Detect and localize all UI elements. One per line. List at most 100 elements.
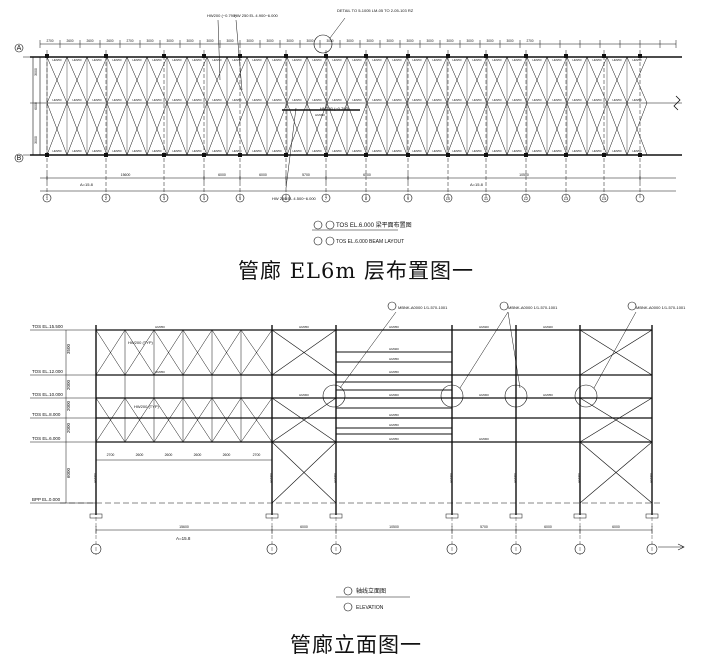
plan-column-top	[564, 54, 568, 58]
plan-brace	[286, 56, 308, 104]
plan-column-top	[202, 54, 206, 58]
plan-legend-symbol	[312, 220, 398, 246]
plan-beam-label-mid: HM250	[552, 98, 561, 102]
elevation-callout-1: MBNK-A0000 1/1-570-1001	[398, 305, 448, 310]
plan-axis-bubble	[14, 43, 24, 53]
plan-beam-label-top: HM250	[632, 58, 641, 62]
elevation-bottom-dim-value: 6000	[300, 525, 308, 529]
plan-beam-label-top: HM250	[472, 58, 481, 62]
plan-brace	[146, 102, 168, 156]
elevation-callout-bubble	[499, 301, 509, 311]
plan-beam-label-bottom: HM250	[272, 149, 281, 153]
plan-axis-bottom-left: A=15.8	[80, 182, 94, 187]
plan-column-bottom	[284, 153, 288, 157]
plan-beam-label-top: HM250	[332, 58, 341, 62]
plan-top-dim-value: 3000	[146, 39, 153, 43]
plan-leader	[329, 17, 346, 39]
plan-brace	[86, 102, 108, 156]
elevation-base-plate	[329, 513, 343, 519]
plan-beam-label-top: HM250	[52, 58, 61, 62]
plan-top-dim-value: 3000	[366, 39, 373, 43]
plan-brace	[186, 56, 208, 104]
plan-column-bottom	[406, 153, 410, 157]
elevation-dim-2000c: 2000	[66, 422, 71, 433]
elevation-beam-label: HM300	[389, 393, 399, 397]
plan-beam-label-mid: HM250	[412, 98, 421, 102]
plan-column-bottom	[446, 153, 450, 157]
plan-brace	[366, 102, 388, 156]
elevation-detail-circle	[322, 384, 346, 408]
plan-top-dim-value: 2600	[106, 39, 113, 43]
elevation-level-10000: TOS EL.10.000	[32, 392, 63, 397]
plan-brace	[406, 102, 428, 156]
plan-beam-label-mid: HM250	[192, 98, 201, 102]
elevation-column-label: HM300	[93, 473, 97, 483]
plan-beam-label-bottom: HM250	[52, 149, 61, 153]
plan-grid-bubble	[159, 193, 169, 203]
elevation-level-15500: TOS EL.15.500	[32, 324, 63, 329]
plan-grid-bubble	[481, 193, 491, 203]
elevation-bay-dim: 2600	[194, 453, 202, 457]
elevation-beam-label: HM350	[389, 437, 399, 441]
plan-beam-label-top: HM250	[232, 58, 241, 62]
plan-grid-bubble	[321, 193, 331, 203]
plan-brace	[526, 56, 548, 104]
plan-beam-label-mid: HM250	[372, 98, 381, 102]
plan-brace	[306, 102, 328, 156]
plan-column-top	[162, 54, 166, 58]
plan-beam-label-top: HM250	[212, 58, 221, 62]
plan-brace	[106, 56, 128, 104]
elevation-dim-2000b: 2000	[66, 400, 71, 411]
plan-grid-bubble	[199, 193, 209, 203]
plan-brace	[126, 56, 148, 104]
plan-column-bottom	[484, 153, 488, 157]
elevation-callout-3: MBNK-A0000 1/1-570-1001	[636, 305, 686, 310]
plan-beam-label-bottom: HM250	[192, 149, 201, 153]
elevation-brace	[124, 397, 155, 443]
plan-column-top	[602, 54, 606, 58]
elevation-grid-bubble	[510, 543, 522, 555]
plan-brace	[346, 102, 368, 156]
plan-axis-bottom-right: A=15.8	[470, 182, 484, 187]
elevation-brace	[124, 329, 155, 376]
plan-beam-label-top: HM250	[292, 58, 301, 62]
plan-column-top	[104, 54, 108, 58]
elevation-brace	[271, 397, 337, 443]
elevation-bottom-dim-value: 6000	[544, 525, 552, 529]
plan-brace	[86, 56, 108, 104]
plan-brace	[606, 102, 628, 156]
plan-side-dim: 6000	[34, 102, 38, 110]
plan-beam-label-bottom: HM250	[572, 149, 581, 153]
elevation-callout-bubble	[627, 301, 637, 311]
plan-beam-label-mid: HM250	[112, 98, 121, 102]
plan-column-top	[406, 54, 410, 58]
plan-beam-label-mid: HM250	[492, 98, 501, 102]
elevation-column-label: HM300	[577, 473, 581, 483]
plan-grid-bubble	[635, 193, 645, 203]
plan-brace	[286, 102, 308, 156]
plan-brace	[486, 102, 508, 156]
plan-beam-label-mid: HM250	[272, 98, 281, 102]
plan-axis-bubble	[14, 153, 24, 163]
plan-beam-label-mid: HM250	[472, 98, 481, 102]
elevation-legend-symbol	[336, 586, 410, 612]
elevation-bottom-dim-value: 6000	[612, 525, 620, 529]
plan-grid-bubble-label: 11	[484, 196, 489, 201]
elevation-column-label: HM300	[513, 473, 517, 483]
plan-axis-b-label: B	[17, 155, 22, 162]
elevation-brace-label: HW200 (TYP)	[128, 340, 154, 345]
elevation-brace	[579, 397, 653, 443]
plan-top-dim-value: 3000	[486, 39, 493, 43]
plan-beam-label-mid: HM250	[592, 98, 601, 102]
plan-brace	[446, 56, 468, 104]
plan-brace	[346, 56, 368, 104]
plan-bottom-dim-value: 6000	[363, 173, 371, 177]
plan-beam-label-mid: HM250	[212, 98, 221, 102]
elevation-brace	[211, 397, 242, 443]
plan-top-dim-value: 3000	[166, 39, 173, 43]
plan-grid-bubble	[281, 193, 291, 203]
plan-beam-label-top: HM250	[172, 58, 181, 62]
plan-top-dim-value: 3000	[266, 39, 273, 43]
plan-beam-label-bottom: HM250	[252, 149, 261, 153]
